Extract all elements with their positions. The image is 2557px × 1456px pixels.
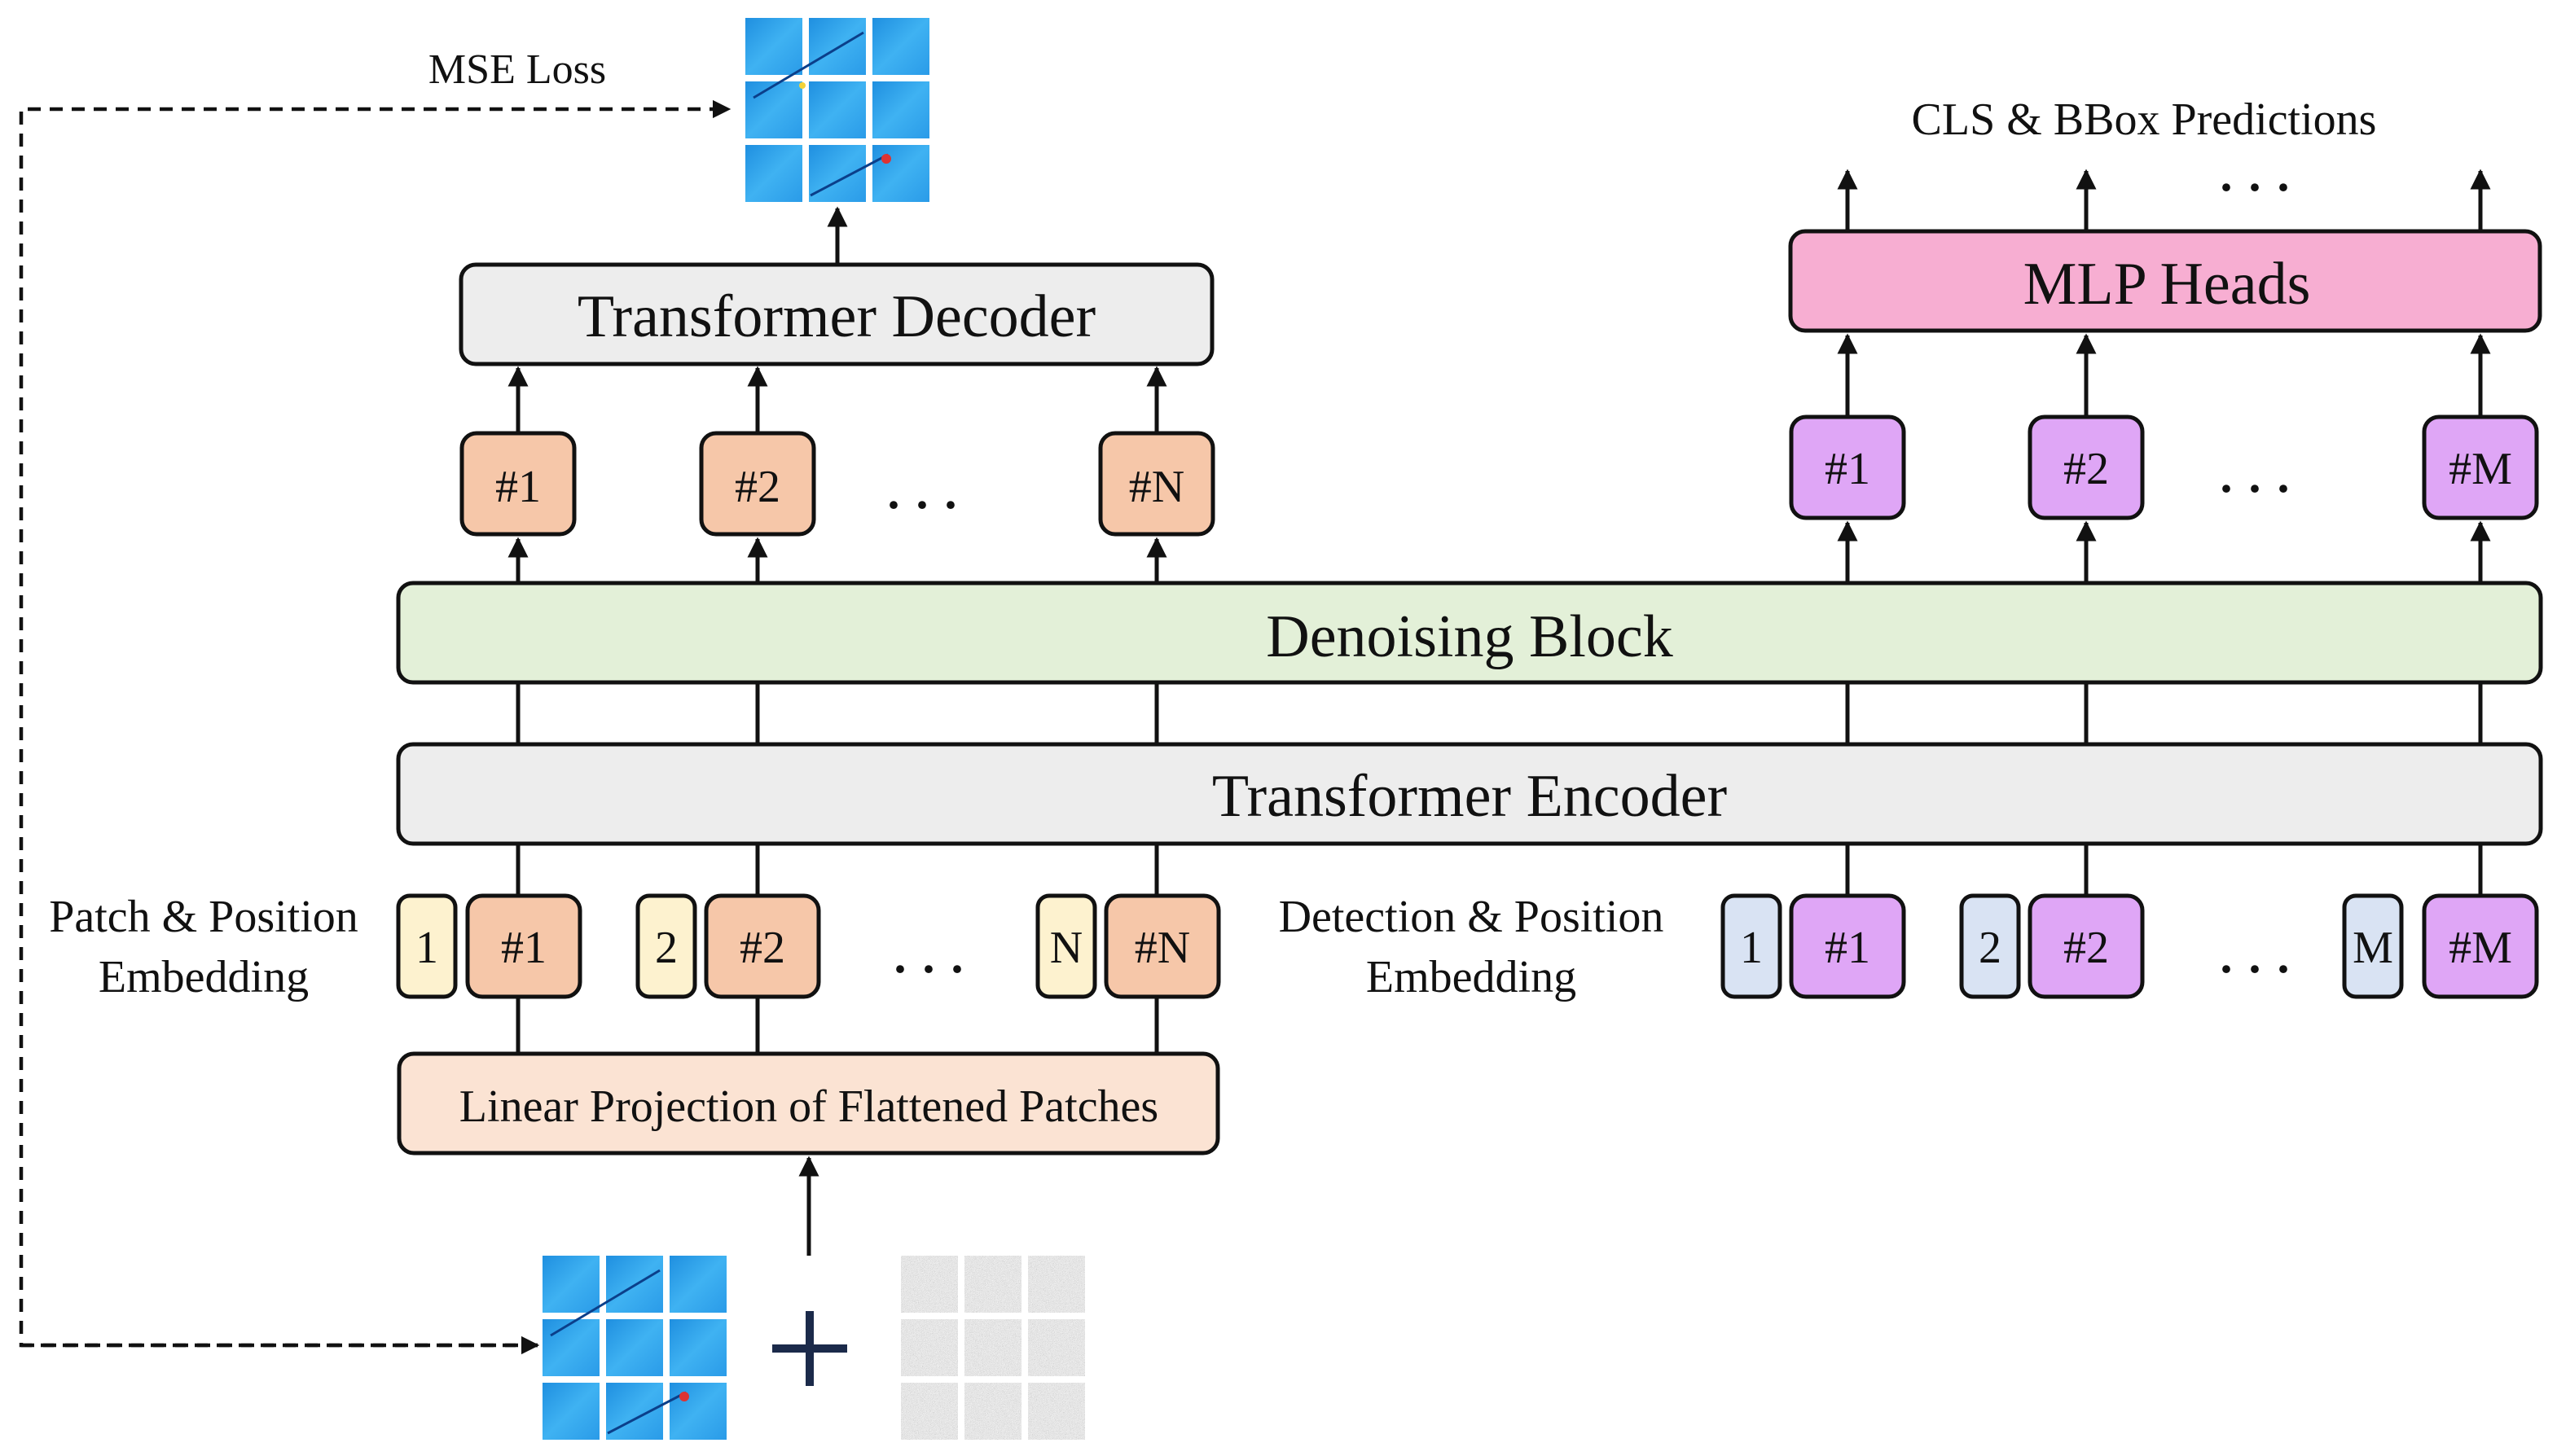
patch-position-label: 2 (655, 923, 678, 973)
mse-loss-label: MSE Loss (428, 46, 606, 93)
patch-position-label: 1 (415, 923, 438, 973)
mse-loss-path (19, 99, 732, 1355)
transformer-decoder-label: Transformer Decoder (578, 283, 1096, 350)
linear-projection (397, 1051, 1220, 1156)
plus-icon (772, 1311, 847, 1386)
linear-projection-label: Linear Projection of Flattened Patches (459, 1081, 1158, 1132)
patch-position-n: N (1035, 893, 1097, 999)
transformer-decoder (459, 262, 1215, 366)
patch-token-label: #1 (501, 923, 547, 973)
predictions-ellipsis: · · · (2218, 160, 2291, 214)
patch-position-label: N (1050, 923, 1083, 973)
detection-embedding-label-line1: Detection & Position (1279, 892, 1664, 942)
patch-embedding-label-line2: Embedding (99, 952, 309, 1002)
decoder-token-label: #1 (495, 462, 541, 512)
detection-token-label: #2 (2063, 923, 2109, 973)
transformer-encoder-label: Transformer Encoder (1212, 763, 1727, 830)
patch-position-2: 2 (635, 893, 697, 999)
patch-ellipsis: · · · (892, 942, 965, 996)
patch-token-n: #N (1104, 893, 1221, 999)
mlp-heads-label: MLP Heads (2023, 251, 2311, 318)
decoder-ellipsis: · · · (885, 478, 959, 532)
detection-position-label: 2 (1979, 923, 2001, 973)
patch-token-1: #1 (465, 893, 582, 999)
detection-position-m: M (2342, 893, 2404, 999)
head-token-m: #M (2422, 414, 2539, 520)
patch-embedding-label-line1: Patch & Position (49, 892, 358, 942)
detection-position-1: 1 (1720, 893, 1782, 999)
decoder-token-label: #2 (735, 462, 780, 512)
detection-position-label: 1 (1740, 923, 1763, 973)
detection-ellipsis: · · · (2218, 942, 2291, 996)
head-token-2: #2 (2028, 414, 2145, 520)
head-token-label: #1 (1825, 444, 1870, 494)
patch-position-1: 1 (396, 893, 458, 999)
input-image-grid (543, 1256, 727, 1440)
detection-token-2: #2 (2028, 893, 2145, 999)
detection-position-2: 2 (1959, 893, 2021, 999)
reconstructed-image-grid (745, 18, 929, 202)
detection-token-label: #1 (1825, 923, 1870, 973)
detection-embedding-label-line2: Embedding (1366, 952, 1576, 1002)
transformer-encoder (396, 742, 2543, 846)
detection-position-label: M (2353, 923, 2393, 973)
head-token-label: #2 (2063, 444, 2109, 494)
mlp-heads (1788, 229, 2542, 333)
patch-token-2: #2 (704, 893, 821, 999)
detection-token-1: #1 (1789, 893, 1906, 999)
detection-token-m: #M (2422, 893, 2539, 999)
decoder-token-2: #2 (699, 431, 816, 537)
head-ellipsis: · · · (2218, 462, 2291, 515)
noise-grid (901, 1256, 1085, 1440)
decoder-token-n: #N (1098, 431, 1215, 537)
decoder-token-1: #1 (459, 431, 577, 537)
denoising-block (396, 581, 2543, 685)
detection-token-label: #M (2449, 923, 2512, 973)
decoder-token-label: #N (1129, 462, 1184, 512)
predictions-label: CLS & BBox Predictions (1912, 94, 2377, 145)
denoising-block-label: Denoising Block (1266, 603, 1672, 670)
head-token-label: #M (2449, 444, 2512, 494)
patch-token-label: #2 (740, 923, 785, 973)
patch-token-label: #N (1135, 923, 1190, 973)
head-token-1: #1 (1789, 414, 1906, 520)
